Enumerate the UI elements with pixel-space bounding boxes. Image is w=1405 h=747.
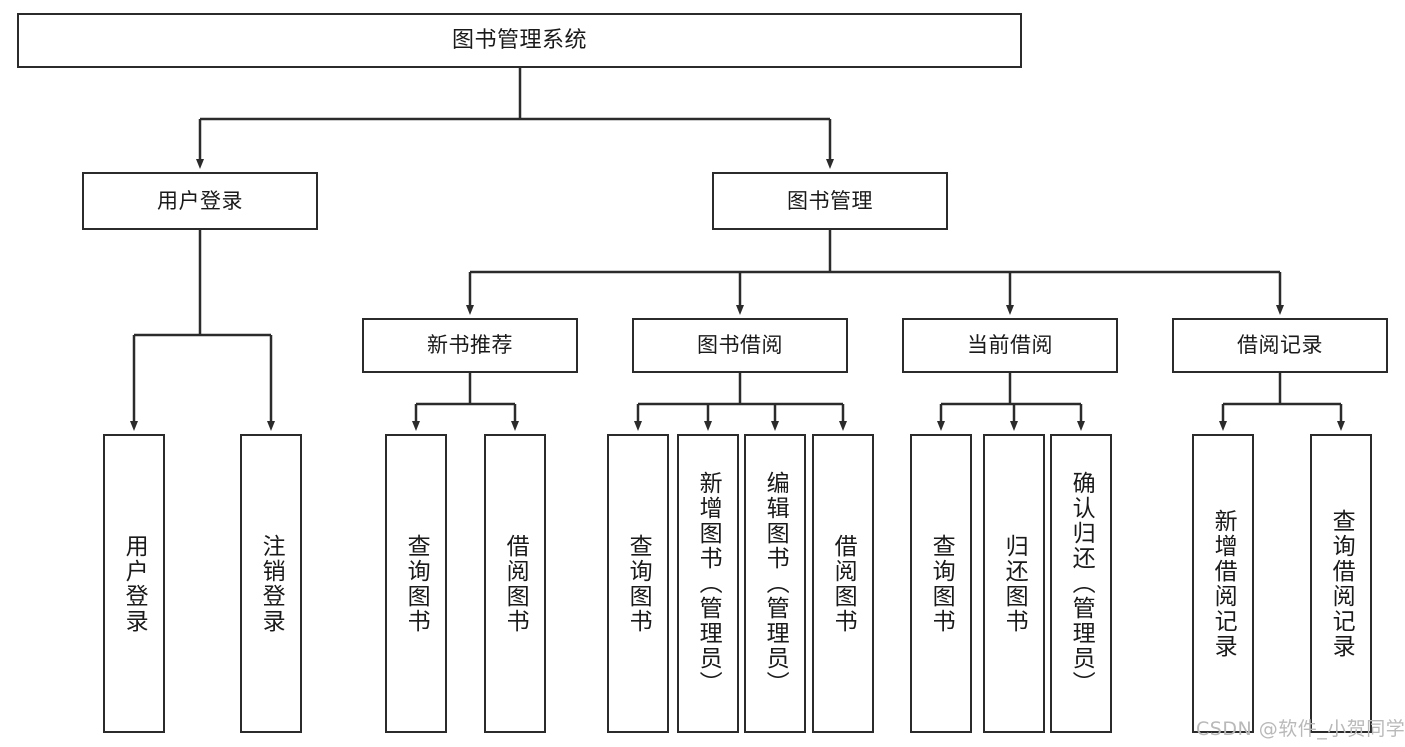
node-leaf-logout[interactable]: 注销登录	[240, 434, 302, 733]
node-label-leaf-query-2: 查询图书	[625, 533, 652, 634]
node-leaf-query-1[interactable]: 查询图书	[385, 434, 447, 733]
node-label-book-mgmt: 图书管理	[787, 188, 873, 213]
node-book-borrow[interactable]: 图书借阅	[632, 318, 848, 373]
node-label-current-borrow: 当前借阅	[967, 333, 1053, 358]
node-label-leaf-return: 归还图书	[1001, 533, 1028, 634]
node-leaf-query-rec[interactable]: 查询借阅记录	[1310, 434, 1372, 733]
node-user-login[interactable]: 用户登录	[82, 172, 318, 230]
node-root[interactable]: 图书管理系统	[17, 13, 1022, 68]
node-label-book-borrow: 图书借阅	[697, 333, 783, 358]
node-label-leaf-confirm: 确认归还（管理员）	[1068, 471, 1095, 696]
node-label-leaf-add-rec: 新增借阅记录	[1210, 508, 1237, 659]
node-label-leaf-borrow-1: 借阅图书	[502, 533, 529, 634]
node-leaf-confirm[interactable]: 确认归还（管理员）	[1050, 434, 1112, 733]
node-leaf-query-3[interactable]: 查询图书	[910, 434, 972, 733]
node-label-leaf-user-login: 用户登录	[121, 533, 148, 634]
node-label-leaf-edit-book: 编辑图书（管理员）	[762, 471, 789, 696]
node-borrow-record[interactable]: 借阅记录	[1172, 318, 1388, 373]
node-label-leaf-query-3: 查询图书	[928, 533, 955, 634]
node-label-borrow-record: 借阅记录	[1237, 333, 1323, 358]
node-leaf-return[interactable]: 归还图书	[983, 434, 1045, 733]
node-label-leaf-borrow-2: 借阅图书	[830, 533, 857, 634]
node-label-root: 图书管理系统	[451, 27, 587, 53]
node-label-leaf-add-book: 新增图书（管理员）	[695, 471, 722, 696]
node-new-book-rec[interactable]: 新书推荐	[362, 318, 578, 373]
node-leaf-query-2[interactable]: 查询图书	[607, 434, 669, 733]
node-label-new-book-rec: 新书推荐	[427, 333, 513, 358]
node-book-mgmt[interactable]: 图书管理	[712, 172, 948, 230]
node-leaf-edit-book[interactable]: 编辑图书（管理员）	[744, 434, 806, 733]
node-leaf-add-rec[interactable]: 新增借阅记录	[1192, 434, 1254, 733]
node-leaf-borrow-1[interactable]: 借阅图书	[484, 434, 546, 733]
node-leaf-user-login[interactable]: 用户登录	[103, 434, 165, 733]
node-leaf-add-book[interactable]: 新增图书（管理员）	[677, 434, 739, 733]
node-label-user-login: 用户登录	[157, 188, 243, 213]
node-leaf-borrow-2[interactable]: 借阅图书	[812, 434, 874, 733]
node-label-leaf-logout: 注销登录	[258, 533, 285, 634]
node-current-borrow[interactable]: 当前借阅	[902, 318, 1118, 373]
node-label-leaf-query-rec: 查询借阅记录	[1328, 508, 1355, 659]
node-label-leaf-query-1: 查询图书	[403, 533, 430, 634]
